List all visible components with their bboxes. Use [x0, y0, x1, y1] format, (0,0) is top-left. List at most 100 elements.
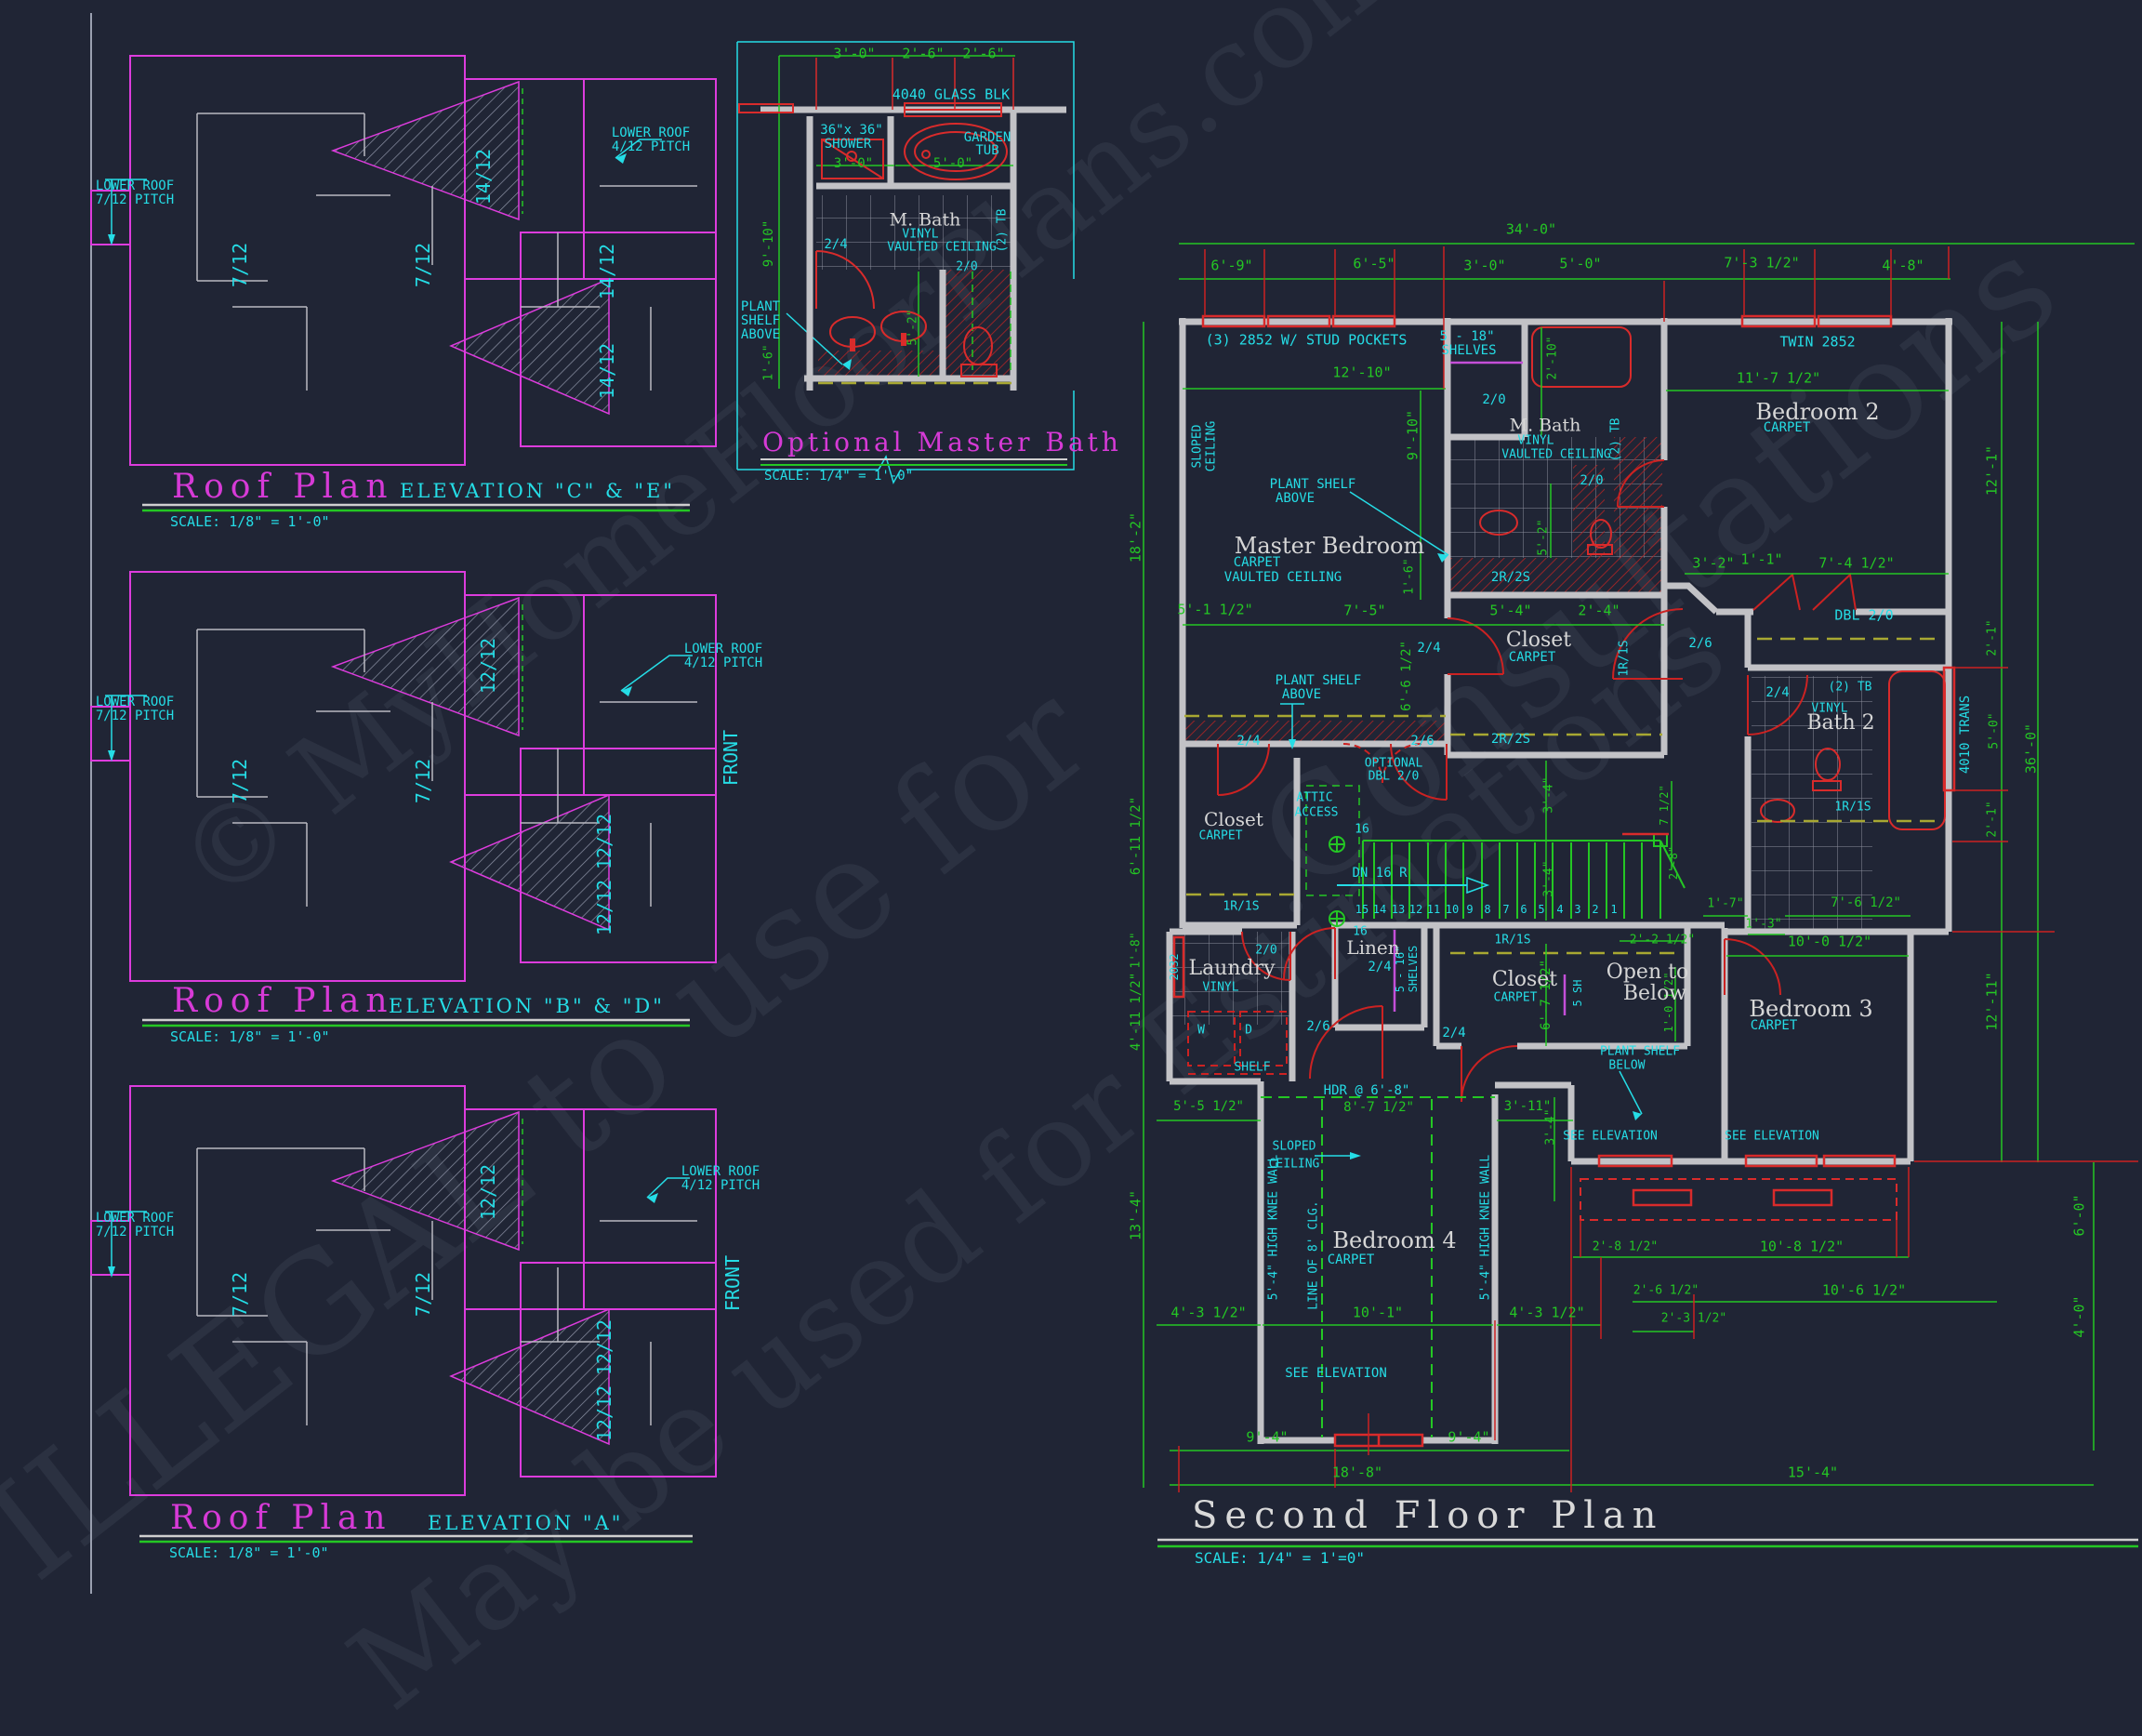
plan-label: VINYL — [902, 227, 939, 242]
plan-label: 9'-10" — [761, 219, 776, 268]
plan-label: 3 — [1574, 903, 1581, 916]
plan-label: 10'-1" — [1352, 1304, 1404, 1321]
plan-label: 10'-6 1/2" — [1821, 1281, 1907, 1299]
plan-label: 1'-7" — [1707, 896, 1744, 911]
plan-label: 4/12 PITCH — [611, 139, 691, 154]
plan-label: TUB — [975, 143, 999, 158]
plan-label: CARPET — [1233, 555, 1281, 570]
windows — [1172, 314, 1956, 1448]
room-bedroom-2: Bedroom 2 — [1755, 399, 1880, 425]
plan-label: CARPET — [1327, 1252, 1375, 1267]
roof-plan-a-elevation: ELEVATION "A" — [428, 1512, 624, 1534]
plan-label: 5'-2" — [906, 309, 920, 346]
plan-label: 7'-6 1/2" — [1831, 895, 1901, 910]
plan-label: 12'-10" — [1332, 364, 1392, 381]
roof-plan-ce-scale: SCALE: 1/8" = 1'-0" — [170, 513, 330, 530]
plan-label: 2'-10" — [1545, 336, 1560, 380]
plan-label: LOWER ROOF — [95, 179, 175, 193]
plan-label: CARPET — [1763, 420, 1811, 435]
plan-label: 14/12 — [596, 243, 618, 300]
room-closet-hall: Closet — [1204, 808, 1263, 830]
plan-label: 6 — [1520, 903, 1527, 916]
plan-label: 2'-6" — [962, 45, 1005, 62]
plan-label: 12/12 — [593, 1319, 615, 1376]
plan-label: 1'-3" — [1745, 917, 1782, 932]
plan-label: 2'-1" — [1985, 619, 2000, 656]
deck-below — [1580, 1178, 1897, 1221]
plan-label: (2) TB — [1828, 680, 1872, 695]
plan-label: 2R/2S — [1490, 732, 1531, 747]
plan-label: CARPET — [1198, 828, 1243, 843]
plan-label: 2'-2 1/2" — [1629, 933, 1696, 948]
fixtures — [1479, 326, 1946, 830]
plan-label: 36"x 36" — [820, 123, 883, 138]
plan-label: 3'-0" — [833, 156, 874, 171]
plan-label: D — [1245, 1023, 1252, 1038]
plan-label: 1'-6" — [1402, 558, 1417, 595]
plan-label: SHELVES — [1407, 945, 1420, 993]
open-to-below-label: Open to — [1606, 961, 1689, 984]
plan-label: 7'-3 1/2" — [1724, 254, 1800, 272]
plan-label: 1R/1S — [1617, 640, 1632, 677]
plan-label: (2) TB — [995, 208, 1010, 253]
plan-label: 2/0 — [1580, 473, 1604, 488]
plan-label: 9 — [1466, 903, 1474, 916]
plan-label: 9'-4" — [1448, 1428, 1490, 1446]
extension-lines — [1178, 246, 2138, 1492]
plan-label: 12/12 — [593, 813, 615, 870]
plan-label: 5'-4" HIGH KNEE WALL — [1478, 1154, 1493, 1301]
room-closet-bedroom3: Closet — [1491, 968, 1558, 991]
plan-label: 15'-4" — [1787, 1464, 1839, 1481]
plan-label: ABOVE — [1275, 491, 1316, 506]
plan-label: 9'-10" — [1404, 409, 1421, 461]
plan-label: 7/12 — [229, 1271, 251, 1318]
plan-label: SLOPED — [1272, 1139, 1316, 1154]
plan-label: 3'-2" — [1692, 554, 1735, 572]
plan-label: DBL 2/0 — [1368, 769, 1420, 784]
plan-label: SHELF — [1234, 1060, 1271, 1075]
plan-label: VAULTED CEILING — [1501, 447, 1611, 462]
plan-label: ATTIC — [1296, 790, 1333, 805]
second-floor-scale: SCALE: 1/4" = 1'=0" — [1195, 1549, 1366, 1567]
plan-label: 18'-8" — [1331, 1464, 1383, 1481]
plan-label: 4'-3 1/2" — [1509, 1304, 1585, 1321]
plan-label: 10'-8 1/2" — [1759, 1238, 1844, 1255]
window-note: TWIN 2852 — [1779, 333, 1856, 351]
plan-label: 6'-9" — [1210, 257, 1253, 274]
plan-label: 5 SH — [1571, 979, 1584, 1007]
plan-label: 10'-0 1/2" — [1787, 933, 1872, 950]
title-underlines — [139, 458, 2138, 1548]
plan-label: 7'-4 1/2" — [1818, 554, 1895, 572]
plan-label: SHELF — [740, 313, 781, 328]
plan-label: 3'-0" — [833, 45, 876, 62]
plan-label: 16 — [1353, 924, 1368, 939]
plan-label: SEE ELEVATION — [1563, 1129, 1658, 1144]
plan-label: 3'-11" — [1503, 1099, 1552, 1114]
plan-label: ABOVE — [1281, 687, 1322, 702]
plan-label: 5'-4" — [1489, 602, 1532, 619]
plan-label: 6'-5" — [1353, 255, 1395, 272]
plan-label: LOWER ROOF — [611, 126, 691, 140]
plan-label: 2/4 — [824, 237, 848, 252]
second-floor-title: Second Floor Plan — [1192, 1494, 1664, 1537]
plan-label: 12/12 — [593, 1385, 615, 1442]
plan-label: VAULTED CEILING — [887, 240, 997, 255]
plan-label: GARDEN — [963, 130, 1012, 145]
plan-label: 4010 TRANS — [1958, 695, 1973, 775]
plan-label: 7/12 PITCH — [95, 709, 175, 723]
plan-label: 1 — [1610, 903, 1618, 916]
plan-label: 2'-6" — [902, 45, 945, 62]
plan-label: 14 — [1372, 903, 1387, 916]
roof-plan-bd-scale: SCALE: 1/8" = 1'-0" — [170, 1028, 330, 1045]
room-m-bath-detail: M. Bath — [889, 209, 961, 231]
plan-label: 36'-0" — [2022, 722, 2040, 775]
plan-label: 3'-4" — [1541, 860, 1556, 897]
room-master-bedroom: Master Bedroom — [1234, 533, 1425, 559]
plan-label: VINYL — [1517, 433, 1554, 448]
plan-label: 5'-2" — [1536, 519, 1551, 556]
plan-label: 12'-11" — [1983, 972, 2001, 1031]
plan-label: 1'-1" — [1740, 550, 1783, 568]
plan-label: 3'-0" — [1463, 257, 1506, 274]
plan-label: 9'-4" — [1246, 1428, 1289, 1446]
roof-plan-bd-elevation: ELEVATION "B" & "D" — [389, 995, 665, 1017]
